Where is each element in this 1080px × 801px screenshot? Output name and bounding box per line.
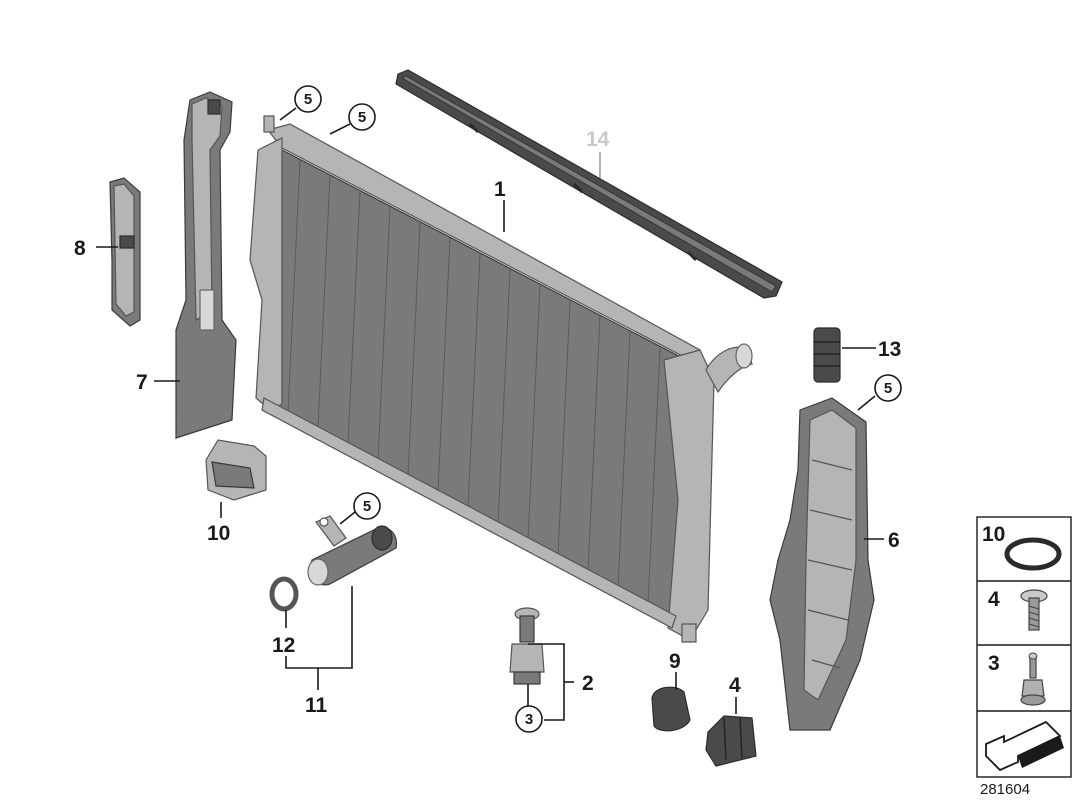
document-id: 281604 — [980, 781, 1030, 798]
callout-13: 13 — [878, 338, 901, 361]
legend-row2-label: 4 — [988, 588, 1000, 611]
circled-callouts: 5 5 5 5 3 — [294, 85, 902, 733]
circle-callout-5-sensor: 5 — [353, 492, 381, 520]
svg-text:5: 5 — [363, 498, 371, 515]
o-ring-icon — [1004, 537, 1062, 571]
callout-11: 11 — [305, 694, 328, 717]
callout-1: 1 — [494, 178, 506, 201]
part-6-right-air-duct — [769, 397, 875, 731]
legend-table: 10 4 3 — [976, 516, 1072, 778]
callout-14: 14 — [586, 128, 610, 151]
callout-2: 2 — [582, 672, 594, 695]
leader-lines — [96, 107, 884, 721]
circle-callout-5-right: 5 — [874, 374, 902, 402]
callouts: 1 14 8 7 10 13 6 9 4 12 11 2 — [74, 128, 901, 717]
callout-10: 10 — [207, 522, 230, 545]
callout-12: 12 — [272, 634, 295, 657]
callout-6: 6 — [888, 529, 900, 552]
svg-text:5: 5 — [884, 380, 892, 397]
part-14-seal-strip — [395, 69, 783, 299]
part-9-rubber-block — [651, 686, 691, 732]
arrow-pictogram-icon — [985, 720, 1064, 772]
legend-row1-label: 10 — [982, 523, 1005, 546]
circle-callout-5-top-a: 5 — [294, 85, 322, 113]
part-13-rubber-mount — [813, 327, 841, 383]
svg-text:5: 5 — [358, 109, 366, 126]
part-11-temperature-sensor — [307, 515, 397, 586]
part-10-holder — [205, 439, 267, 501]
part-8-bracket — [109, 177, 141, 327]
part-7-left-air-duct — [175, 91, 237, 439]
svg-text:5: 5 — [304, 91, 312, 108]
callout-9: 9 — [669, 650, 681, 673]
circle-callout-5-top-b: 5 — [348, 103, 376, 131]
part-1-radiator — [249, 115, 753, 643]
circle-callout-3-bottom: 3 — [515, 705, 543, 733]
legend-row3-label: 3 — [988, 652, 1000, 675]
part-12-o-ring — [269, 576, 299, 612]
callout-4: 4 — [729, 674, 741, 697]
svg-text:3: 3 — [525, 711, 533, 728]
screw-icon — [1020, 589, 1048, 631]
callout-7: 7 — [136, 371, 148, 394]
part-2-drain-plug — [509, 607, 545, 685]
callout-8: 8 — [74, 237, 86, 260]
part-4-rubber-pad — [705, 715, 757, 767]
bolt-icon — [1020, 652, 1046, 706]
